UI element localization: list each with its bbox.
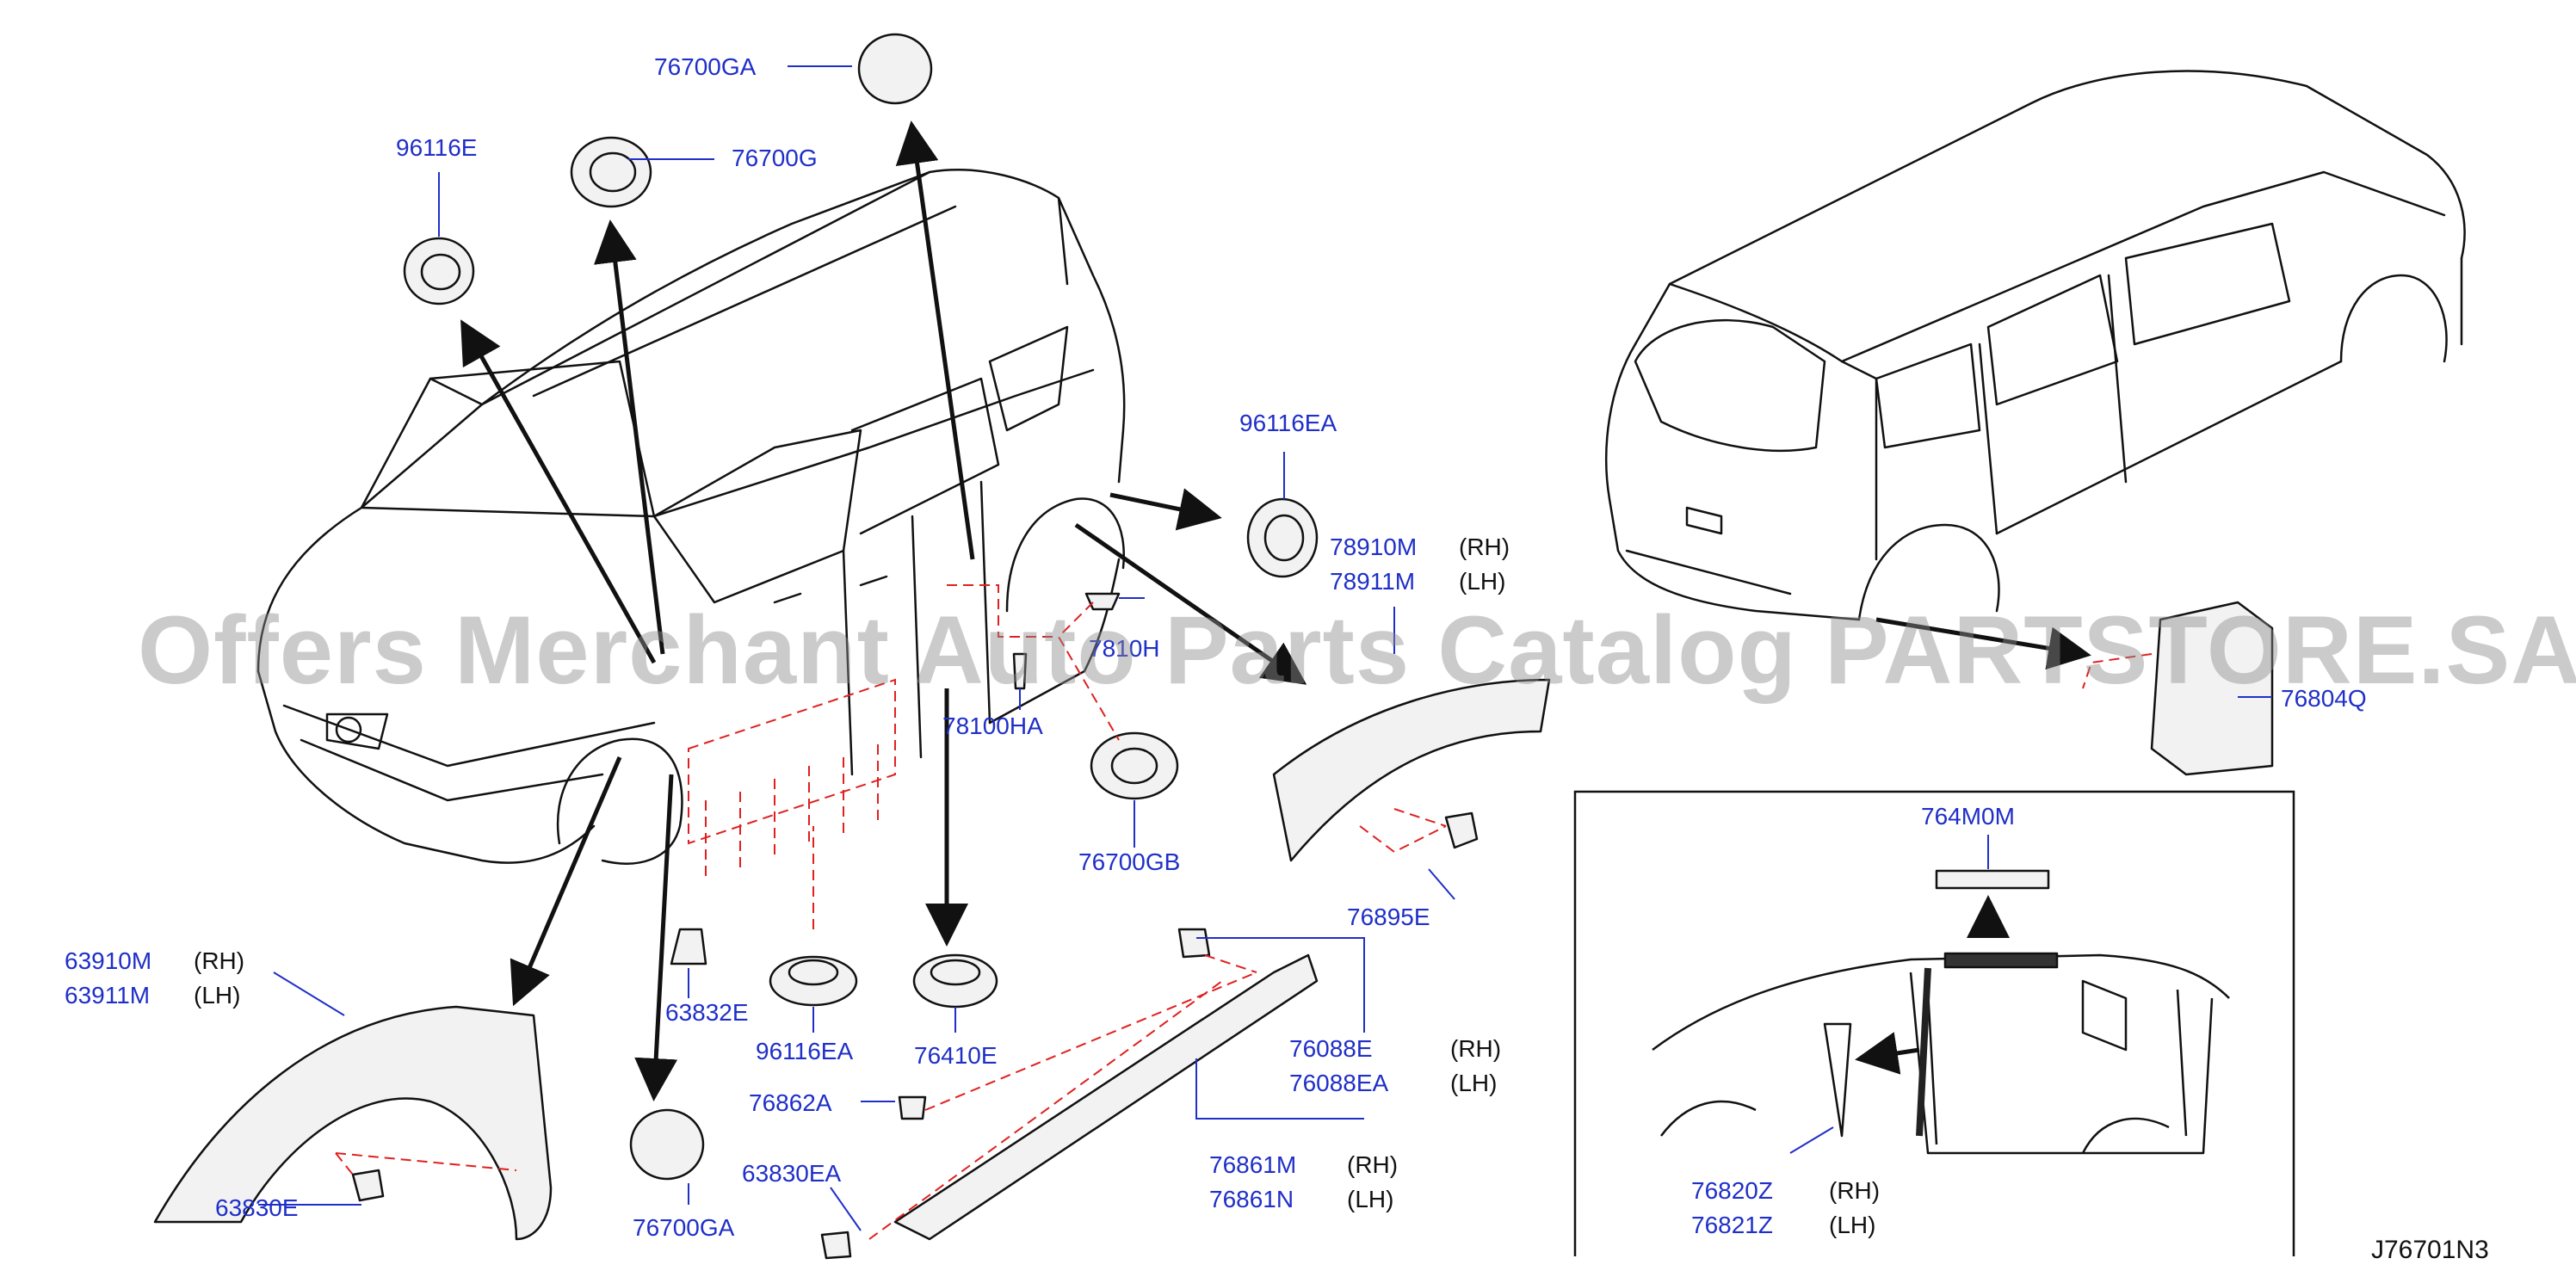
part-label-76700GA-bottom: 76700GA: [633, 1214, 735, 1241]
side-label-rh-63910M: (RH): [194, 947, 245, 974]
side-label-lh-76088EA: (LH): [1450, 1070, 1498, 1096]
part-label-76700GA-top: 76700GA: [654, 53, 757, 80]
part-label-76700G: 76700G: [732, 145, 818, 171]
part-label-78910M: 78910M: [1330, 534, 1418, 560]
side-label-rh-78910M: (RH): [1459, 534, 1510, 560]
part-label-76804Q: 76804Q: [2281, 685, 2367, 712]
part-label-76088EA: 76088EA: [1289, 1070, 1389, 1096]
part-label-76895E: 76895E: [1347, 904, 1430, 930]
inset-frame: [1573, 790, 2295, 1256]
rear-vehicle-outline: [1605, 70, 2466, 621]
part-label-76861M: 76861M: [1209, 1151, 1297, 1178]
watermark-text: Offers Merchant Auto Parts Catalog PARTS…: [138, 596, 2576, 704]
inset-vehicle-outline: [1652, 952, 2230, 1155]
part-label-63830EA: 63830EA: [742, 1160, 842, 1187]
hidden-lines: [335, 584, 2153, 1240]
part-label-7810H: 7810H: [1089, 635, 1160, 662]
part-label-76821Z: 76821Z: [1691, 1212, 1773, 1238]
part-label-76410E: 76410E: [914, 1042, 998, 1069]
side-label-lh-76821Z: (LH): [1829, 1212, 1876, 1238]
side-label-lh-78911M: (LH): [1459, 568, 1506, 595]
part-label-63832E: 63832E: [665, 999, 749, 1026]
part-label-96116EA-top: 96116EA: [1239, 410, 1337, 436]
part-label-76700GB: 76700GB: [1078, 848, 1181, 875]
part-label-63910M: 63910M: [65, 947, 152, 974]
part-label-76820Z: 76820Z: [1691, 1177, 1773, 1204]
pointer-arrows: [460, 120, 2091, 1101]
part-label-96116EA-bottom: 96116EA: [756, 1038, 854, 1064]
side-label-rh-76861M: (RH): [1347, 1151, 1399, 1178]
part-label-63830E: 63830E: [215, 1194, 299, 1221]
side-label-rh-76088E: (RH): [1450, 1035, 1502, 1062]
part-label-764M0M: 764M0M: [1921, 803, 2015, 830]
part-label-96116E: 96116E: [396, 134, 478, 161]
diagram-code: J76701N3: [2371, 1236, 2489, 1264]
part-shapes: [153, 33, 2274, 1260]
part-label-76862A: 76862A: [749, 1089, 832, 1116]
part-label-63911M: 63911M: [65, 982, 151, 1009]
part-label-78911M: 78911M: [1330, 568, 1416, 595]
leader-lines: [258, 65, 2272, 1231]
front-vehicle-outline: [256, 169, 1126, 865]
side-label-lh-63911M: (LH): [194, 982, 241, 1009]
side-label-rh-76820Z: (RH): [1829, 1177, 1881, 1204]
part-label-76861N: 76861N: [1209, 1186, 1294, 1212]
side-label-lh-76861N: (LH): [1347, 1186, 1394, 1212]
part-label-76088E: 76088E: [1289, 1035, 1373, 1062]
part-label-78100HA: 78100HA: [942, 713, 1043, 739]
